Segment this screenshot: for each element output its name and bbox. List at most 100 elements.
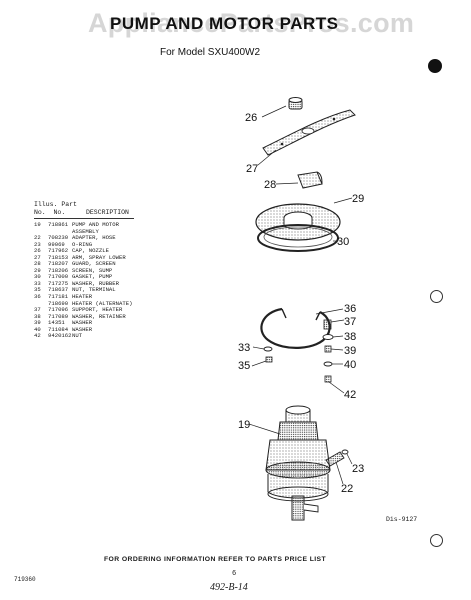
description-cell: CAP, NOZZLE bbox=[72, 247, 109, 255]
callout-40: 40 bbox=[344, 359, 356, 371]
pump-motor-assembly-part bbox=[265, 405, 331, 521]
part-no-cell: 99069 bbox=[48, 240, 65, 248]
description-cell: WASHER, RUBBER bbox=[72, 279, 119, 287]
illus-no-cell: 37 bbox=[34, 306, 41, 314]
header-divider bbox=[34, 218, 134, 219]
illus-no-cell: 33 bbox=[34, 279, 41, 287]
part-no-cell: 14351 bbox=[48, 319, 65, 327]
callout-36: 36 bbox=[344, 303, 356, 315]
callout-22: 22 bbox=[341, 483, 353, 495]
description-cell: O-RING bbox=[72, 240, 93, 248]
illus-no-cell: 28 bbox=[34, 260, 41, 268]
binder-hole-ring bbox=[430, 290, 443, 303]
callout-42: 42 bbox=[344, 389, 356, 401]
callout-37: 37 bbox=[344, 316, 356, 328]
part-no-cell: 717181 bbox=[48, 293, 69, 301]
page-subtitle: For Model SXU400W2 bbox=[160, 47, 261, 58]
page-number: 6 bbox=[232, 570, 237, 578]
description-cell: PUMP AND MOTOR bbox=[72, 221, 119, 228]
illus-no-cell: 27 bbox=[34, 253, 41, 261]
nozzle-cap-part bbox=[288, 97, 303, 110]
pump-gasket-part bbox=[257, 224, 339, 252]
part-no-cell: 708230 bbox=[48, 234, 69, 242]
binder-hole-ring bbox=[430, 534, 443, 547]
illus-no-cell: 36 bbox=[34, 293, 41, 301]
description-cell: GASKET, PUMP bbox=[72, 273, 113, 281]
part-no-cell: 717096 bbox=[48, 306, 69, 314]
callout-19: 19 bbox=[238, 419, 250, 431]
callout-38: 38 bbox=[344, 331, 356, 343]
callout-30: 30 bbox=[337, 236, 349, 248]
description-cell: ARM, SPRAY LOWER bbox=[72, 253, 126, 261]
description-cell: HEATER (ALTERNATE) bbox=[72, 299, 133, 307]
illus-no-cell: 42 bbox=[34, 332, 41, 340]
washer-39-part bbox=[324, 345, 332, 353]
screen-guard-part bbox=[297, 171, 323, 189]
part-no-cell: 718637 bbox=[48, 286, 69, 294]
callout-28: 28 bbox=[264, 179, 276, 191]
illus-no-cell: 19 bbox=[34, 221, 41, 228]
illus-no-cell: 30 bbox=[34, 273, 41, 281]
page-title: PUMP AND MOTOR PARTS bbox=[110, 14, 339, 33]
washer-40-part bbox=[323, 361, 333, 367]
description-cell: NUT bbox=[72, 332, 83, 340]
handwritten-note: 492-B-14 bbox=[210, 582, 248, 593]
sump-screen-part bbox=[255, 203, 341, 241]
illus-no-cell: 35 bbox=[34, 286, 41, 294]
callout-26: 26 bbox=[245, 112, 257, 124]
description-cell: SUPPORT, HEATER bbox=[72, 306, 123, 314]
illus-no-cell: 38 bbox=[34, 312, 41, 320]
header-part-label: Part bbox=[61, 201, 77, 208]
illus-no-cell: 29 bbox=[34, 266, 41, 274]
description-cell: WASHER bbox=[72, 319, 93, 327]
part-no-cell: 717089 bbox=[48, 312, 69, 320]
description-cell: GUARD, SCREEN bbox=[72, 260, 116, 268]
illus-no-cell: 23 bbox=[34, 240, 41, 248]
rubber-washer-part bbox=[263, 346, 273, 352]
part-no-cell: 718153 bbox=[48, 253, 69, 261]
description-cell: ADAPTER, HOSE bbox=[72, 234, 116, 242]
document-code: 719360 bbox=[14, 576, 36, 583]
o-ring-part bbox=[341, 449, 349, 455]
illus-no-cell: 40 bbox=[34, 325, 41, 333]
header-illus-label: Illus. bbox=[34, 201, 58, 208]
part-no-cell: 9420162 bbox=[48, 332, 72, 340]
header-no-label: No. bbox=[34, 209, 46, 216]
illus-no-cell: 22 bbox=[34, 234, 41, 242]
parts-table-header: Illus. Part No. No. bbox=[34, 201, 77, 217]
callout-35: 35 bbox=[238, 360, 250, 372]
illus-no-cell: 39 bbox=[34, 319, 41, 327]
terminal-nut-part bbox=[265, 356, 273, 363]
part-no-cell: 717962 bbox=[48, 247, 69, 255]
binder-hole-solid bbox=[428, 59, 442, 73]
description-cell: NUT, TERMINAL bbox=[72, 286, 116, 294]
header-partno-label: No. bbox=[53, 209, 66, 216]
retainer-washer-part bbox=[322, 334, 334, 340]
description-cell: WASHER, RETAINER bbox=[72, 312, 126, 320]
callout-27: 27 bbox=[246, 163, 258, 175]
part-no-cell: 718206 bbox=[48, 266, 69, 274]
part-no-cell: 711084 bbox=[48, 325, 69, 333]
ordering-info-note: FOR ORDERING INFORMATION REFER TO PARTS … bbox=[104, 556, 327, 563]
description-cell: SCREEN, SUMP bbox=[72, 266, 113, 274]
parts-table-row: 23 99069 O-RING bbox=[34, 240, 132, 249]
part-no-cell: 718690 bbox=[48, 299, 69, 307]
header-description: DESCRIPTION bbox=[86, 209, 129, 216]
part-no-cell: 717275 bbox=[48, 279, 69, 287]
watermark: AppliancePartsPros.com bbox=[88, 8, 415, 38]
callout-23: 23 bbox=[352, 463, 364, 475]
description-cell: HEATER bbox=[72, 293, 93, 301]
